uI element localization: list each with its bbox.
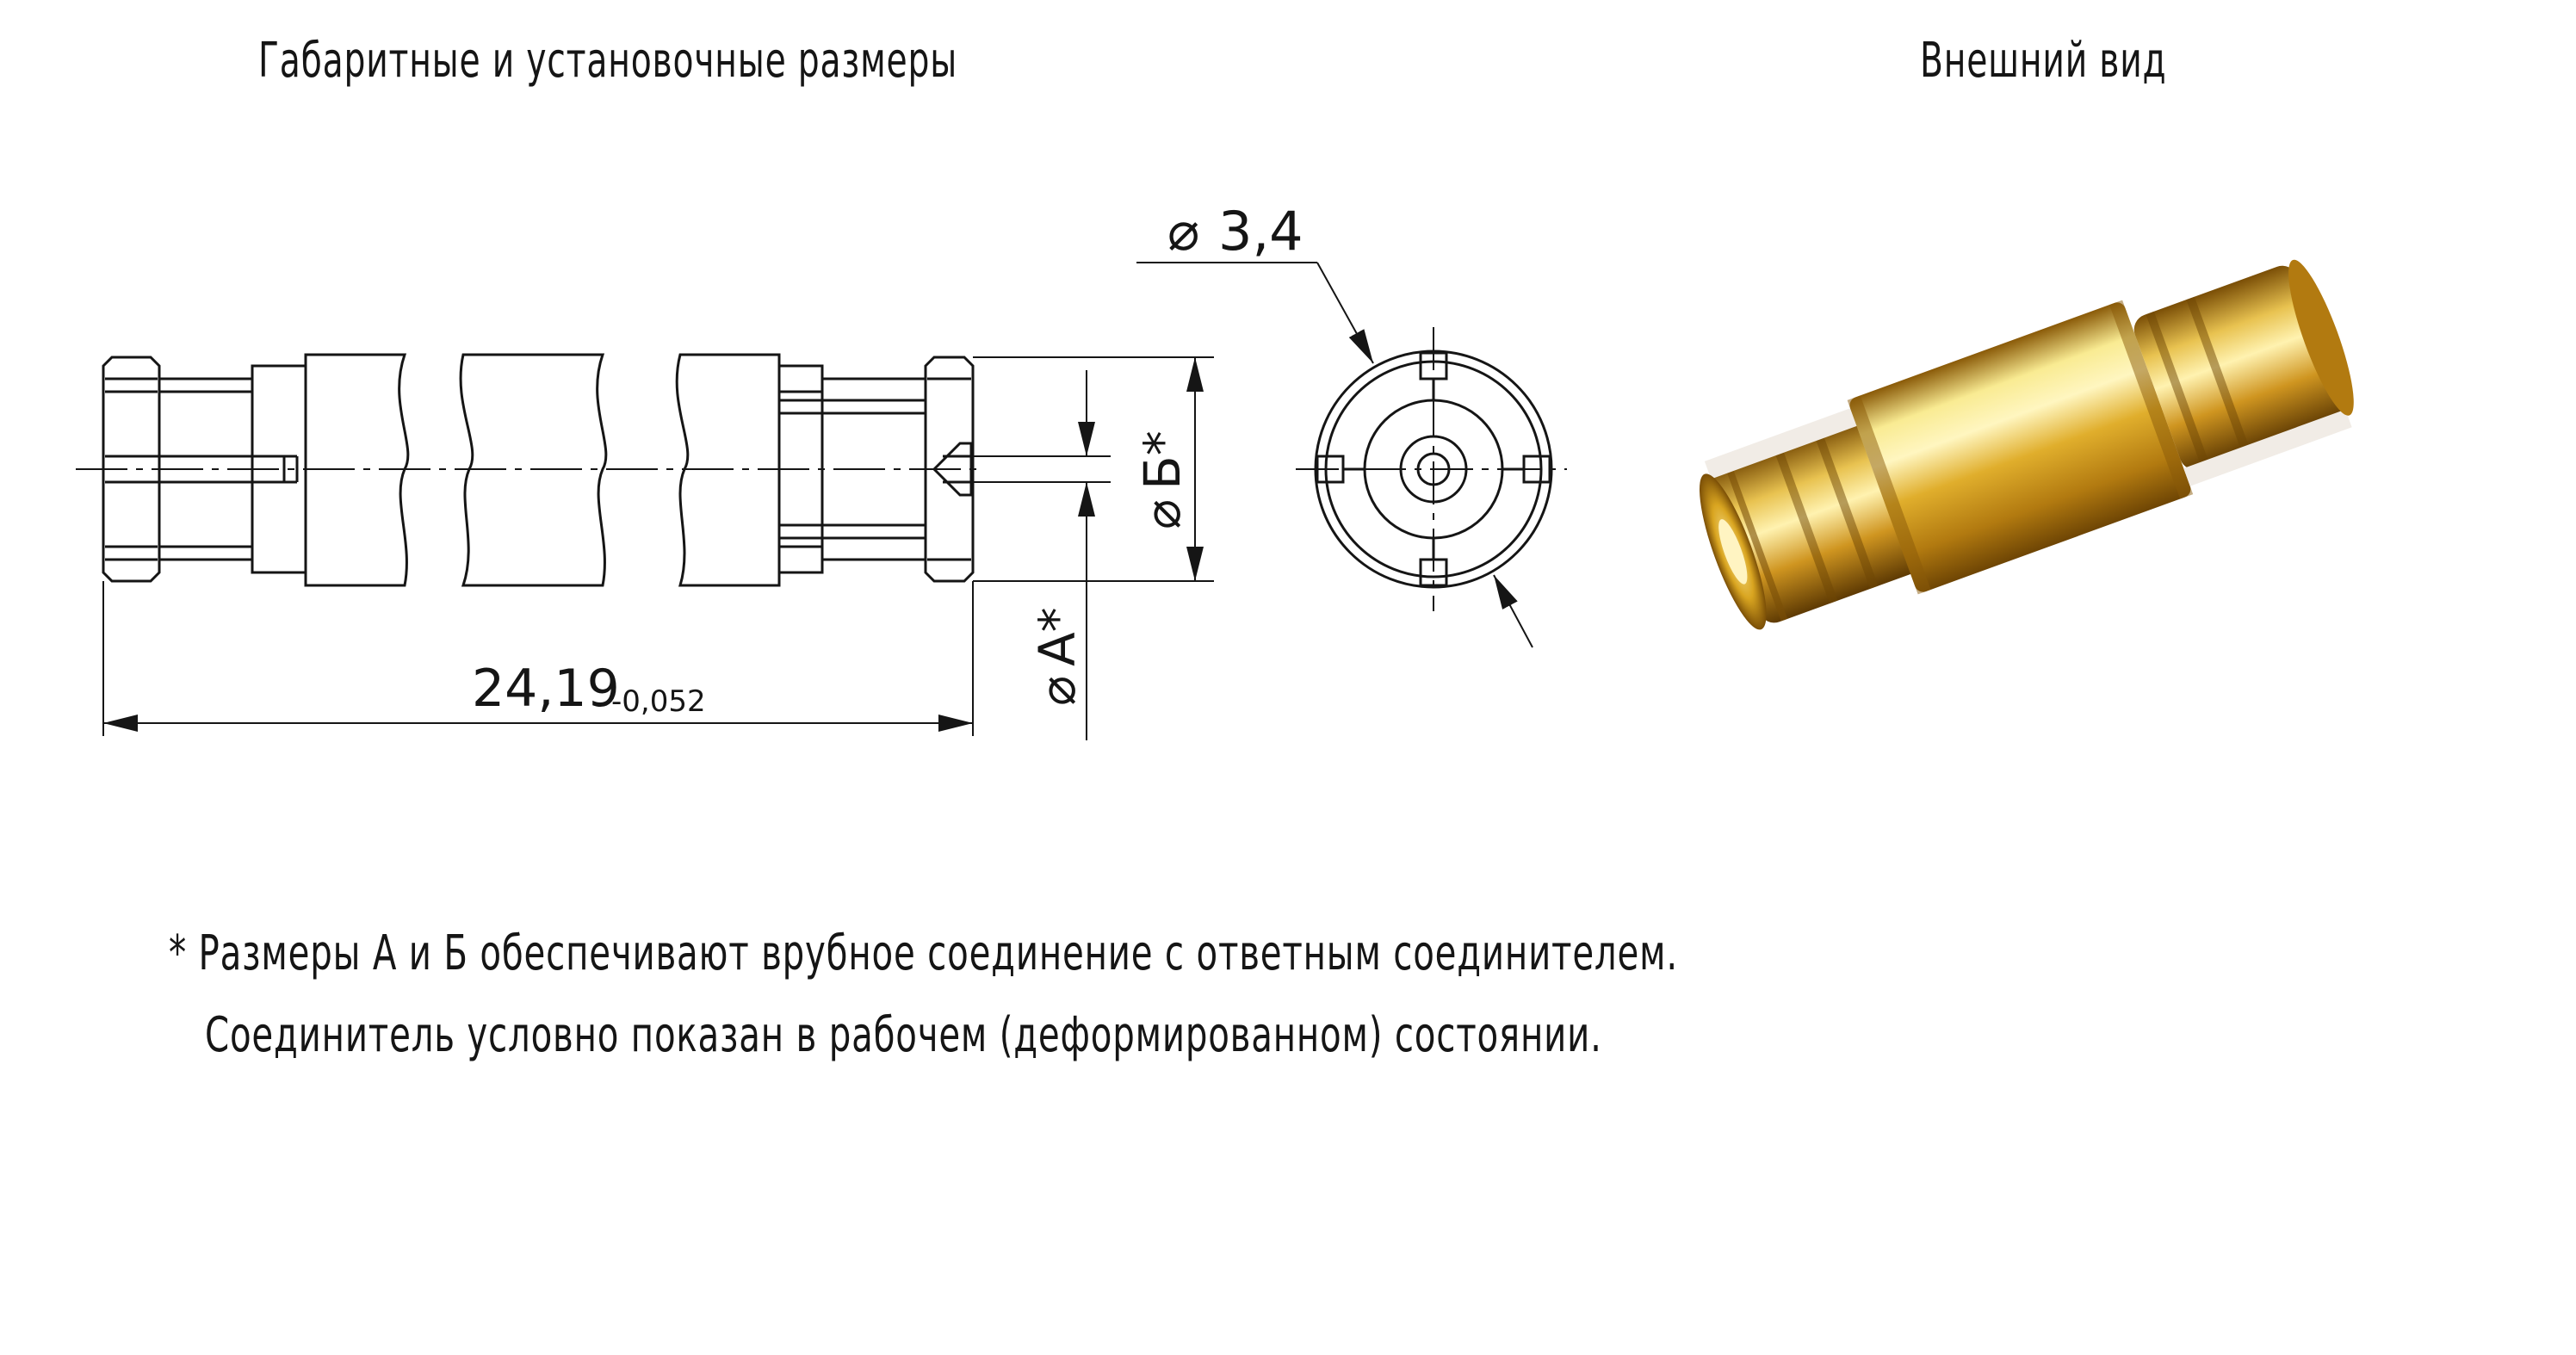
end-view	[1136, 262, 1567, 648]
dim-b-label: Б*	[1133, 430, 1192, 490]
body-segment-2	[459, 353, 608, 587]
right-insulator-slot	[2183, 409, 2352, 486]
center-contact-circle	[1416, 452, 1451, 486]
dia-value: 3,4	[1218, 200, 1303, 263]
main-body	[1849, 302, 2191, 592]
body-segment-3	[675, 353, 781, 587]
drawing-title: Габаритные и установочные размеры	[258, 33, 958, 89]
length-value: 24,19	[472, 659, 620, 719]
left-flange	[102, 356, 161, 583]
connector-photo	[1699, 259, 2354, 630]
outer-circle	[1314, 350, 1553, 589]
dia-symbol: ⌀	[1167, 200, 1199, 263]
body-segment-1	[304, 353, 410, 587]
dim-a-symbol: ⌀	[1028, 676, 1087, 706]
dim-b-symbol: ⌀	[1133, 499, 1192, 529]
side-view	[76, 353, 1214, 740]
center-contact	[932, 442, 973, 497]
length-tolerance: -0,052	[611, 684, 706, 719]
dia-leader-arrow-bottom	[1493, 574, 1533, 648]
dim-a-label: A*	[1028, 607, 1087, 666]
right-end-face	[2288, 259, 2354, 416]
end-view-labels: ⌀ 3,4	[1167, 200, 1303, 263]
footnote-line-1: * Размеры А и Б обеспечивают врубное сое…	[169, 925, 1678, 981]
footnote-line-2: Соединитель условно показан в рабочем (д…	[205, 1007, 1602, 1063]
photo-title: Внешний вид	[1920, 33, 2167, 89]
left-insulator-slot	[1704, 402, 1873, 480]
right-tip	[924, 356, 975, 583]
dia-leader-arrow-top	[1316, 262, 1374, 364]
side-dimension-labels: 24,19 -0,052 ⌀ A* ⌀ Б*	[472, 430, 1192, 719]
